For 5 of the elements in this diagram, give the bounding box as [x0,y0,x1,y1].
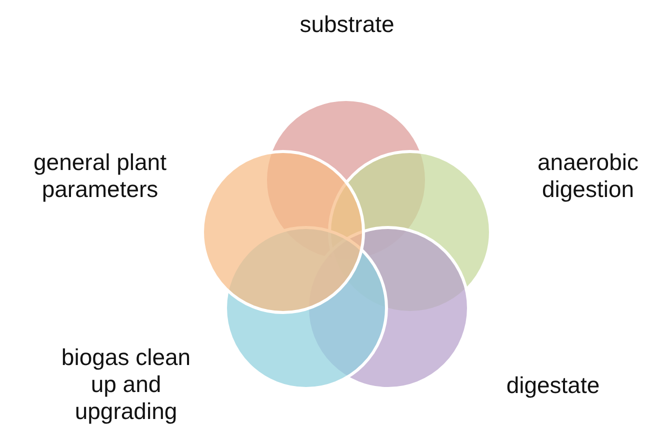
circle-label: anaerobic digestion [536,149,640,203]
circle-label: biogas clean up and upgrading [60,344,192,424]
circle-label: substrate [298,10,396,38]
circle-label: digestate [505,372,601,398]
circle-label: general plant parameters [32,149,168,203]
